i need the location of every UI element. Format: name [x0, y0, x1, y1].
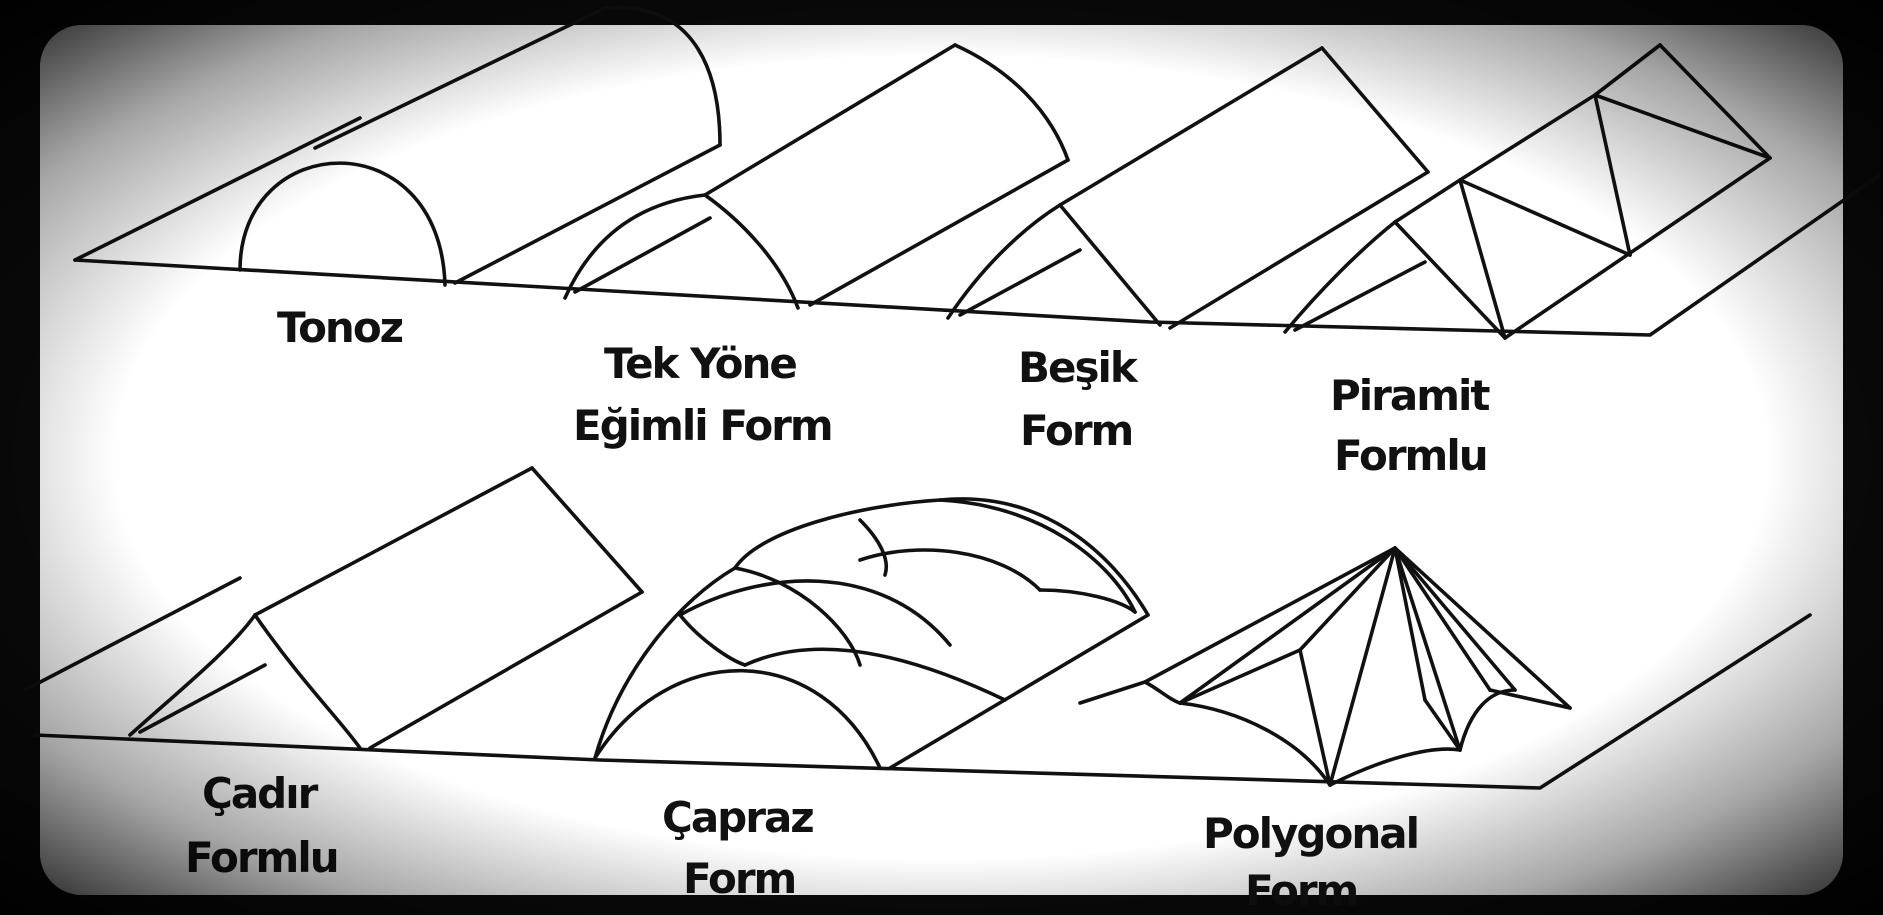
piramit-label-line1: Piramit — [1330, 371, 1490, 420]
polygonal-label-line1: Polygonal — [1203, 809, 1418, 858]
capraz-label-line2: Form — [683, 854, 795, 903]
capraz-label-line1: Çapraz — [662, 793, 813, 842]
cadir-label-line1: Çadır — [202, 769, 319, 818]
tonoz-label: Tonoz — [277, 303, 403, 352]
besik-label-line1: Beşik — [1018, 343, 1139, 392]
piramit-label-line2: Formlu — [1334, 431, 1487, 480]
polygonal-label-line2: Form — [1245, 866, 1357, 915]
tonoz-form-drawing — [240, 7, 720, 285]
polygonal-form-drawing — [1080, 548, 1570, 785]
besik-label-line2: Form — [1020, 406, 1132, 455]
tek-yone-label-line2: Eğimli Form — [573, 401, 832, 450]
cadir-label-line2: Formlu — [185, 833, 338, 882]
tek-yone-label-line1: Tek Yöne — [604, 339, 796, 388]
cadir-formlu-drawing — [130, 468, 642, 748]
capraz-form-drawing — [595, 499, 1148, 768]
tek-yone-egimli-form-drawing — [565, 45, 1068, 308]
